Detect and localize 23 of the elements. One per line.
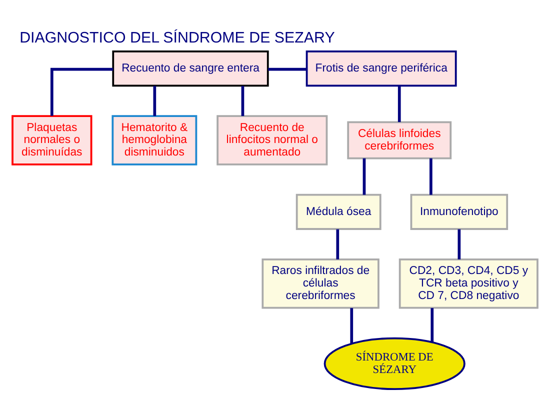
connector bbox=[153, 85, 156, 116]
node-box: Inmunofenotipo bbox=[410, 193, 508, 230]
node-box: Células linfoides cerebriformes bbox=[347, 120, 452, 159]
connector bbox=[350, 308, 354, 343]
node-box: CD2, CD3, CD4, CD5 y TCR beta positivo y CD 7, CD8 negativo bbox=[398, 258, 538, 308]
diagram-title: DIAGNOSTICO DEL SÍNDROME DE SEZARY bbox=[20, 29, 335, 46]
connector bbox=[50, 67, 114, 116]
connector bbox=[430, 158, 432, 194]
connector bbox=[362, 158, 366, 194]
node-box: Hematorito & hemoglobina disminuidos bbox=[112, 114, 198, 165]
connector bbox=[336, 228, 340, 259]
node-box: Recuento de linfocitos normal o aumentado bbox=[216, 114, 328, 165]
connector bbox=[430, 308, 434, 342]
connector bbox=[458, 228, 461, 259]
connector bbox=[241, 85, 244, 116]
connector bbox=[398, 85, 401, 122]
node-ellipse: SÍNDROME DE SÉZARY bbox=[324, 336, 466, 390]
node-box: Plaquetas normales o disminuídas bbox=[12, 114, 92, 165]
node-box: Médula ósea bbox=[296, 193, 382, 230]
connector bbox=[268, 67, 307, 70]
node-box: Raros infiltrados de células cerebriformes bbox=[262, 258, 380, 308]
node-box: Frotis de sangre periférica bbox=[306, 50, 457, 86]
node-box: Recuento de sangre entera bbox=[112, 50, 269, 86]
